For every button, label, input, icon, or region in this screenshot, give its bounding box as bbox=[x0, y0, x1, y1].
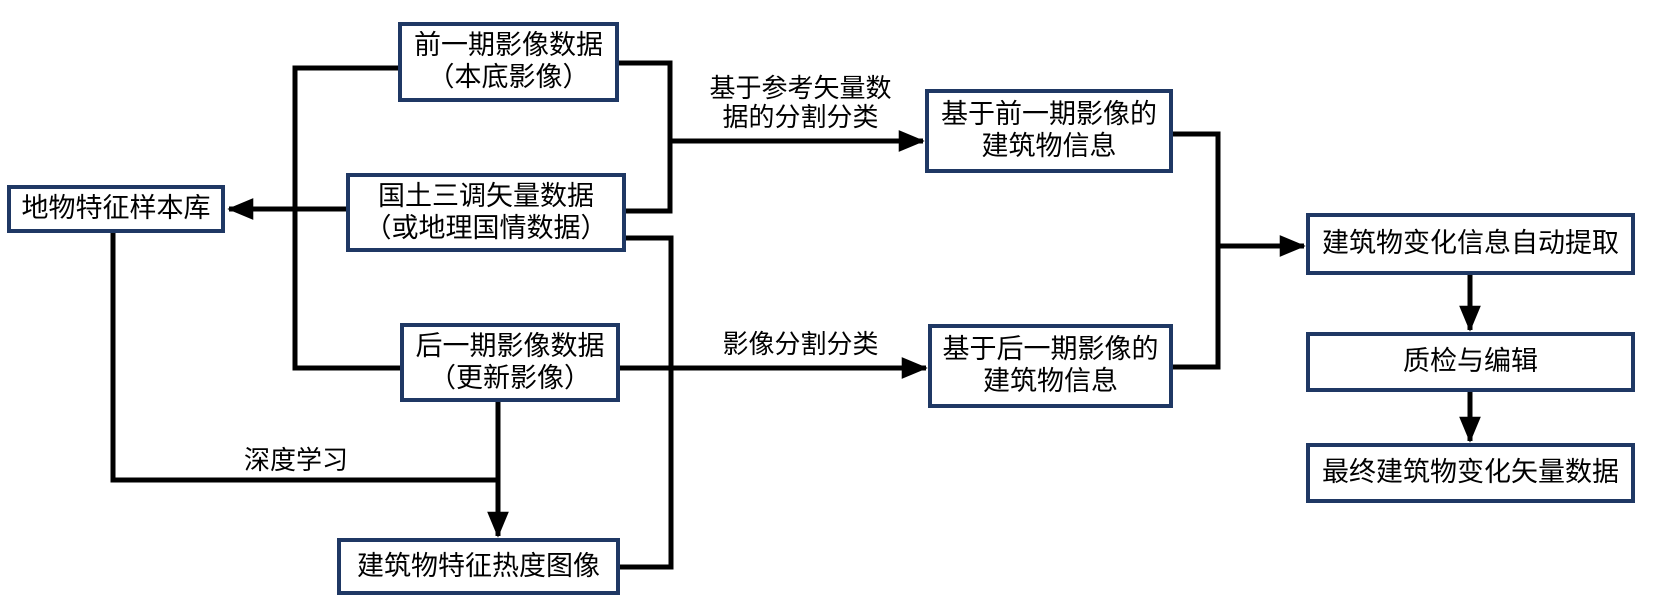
edge-label-line: 据的分割分类 bbox=[722, 102, 879, 133]
node-label: 国土三调矢量数据 bbox=[378, 180, 594, 211]
node-latest-image: 后一期影像数据 （更新影像） bbox=[400, 323, 620, 402]
node-label: （或地理国情数据） bbox=[364, 212, 608, 243]
node-label: （本底影像） bbox=[427, 62, 590, 92]
node-label: 建筑物特征热度图像 bbox=[357, 550, 600, 581]
edge-label-line: 基于参考矢量数 bbox=[709, 73, 892, 103]
node-sample-library: 地物特征样本库 bbox=[7, 185, 225, 233]
edge-label-seg-img: 影像分割分类 bbox=[722, 329, 879, 359]
node-label: 地物特征样本库 bbox=[21, 193, 211, 224]
edge-label-deep-learning: 深度学习 bbox=[244, 445, 349, 475]
node-label: 建筑物信息 bbox=[983, 366, 1118, 396]
node-qc-edit: 质检与编辑 bbox=[1306, 332, 1635, 392]
node-survey-vector: 国土三调矢量数据 （或地理国情数据） bbox=[346, 173, 626, 252]
node-label: 最终建筑物变化矢量数据 bbox=[1322, 457, 1619, 488]
connector-results-merge-bracket bbox=[1173, 131, 1221, 370]
node-previous-image: 前一期影像数据 （本底影像） bbox=[398, 22, 619, 102]
node-auto-extract: 建筑物变化信息自动提取 bbox=[1306, 213, 1635, 275]
connector-deep-learning-line bbox=[110, 233, 498, 483]
node-label: 建筑物变化信息自动提取 bbox=[1322, 228, 1619, 259]
node-label: 建筑物信息 bbox=[981, 131, 1117, 161]
node-label: （更新影像） bbox=[429, 362, 591, 393]
node-label: 前一期影像数据 bbox=[414, 30, 603, 61]
edge-label-seg-ref: 基于参考矢量数 据的分割分类 bbox=[660, 73, 941, 133]
node-buildings-previous: 基于前一期影像的 建筑物信息 bbox=[925, 89, 1173, 173]
connector-top-merge-bracket bbox=[619, 60, 673, 214]
node-label: 基于前一期影像的 bbox=[941, 99, 1157, 130]
node-label: 后一期影像数据 bbox=[415, 330, 605, 361]
node-final-vector: 最终建筑物变化矢量数据 bbox=[1306, 443, 1635, 503]
connector-left-input-bracket bbox=[292, 65, 400, 371]
node-buildings-latest: 基于后一期影像的 建筑物信息 bbox=[928, 324, 1173, 408]
node-label: 质检与编辑 bbox=[1403, 346, 1538, 377]
node-feature-heatmap: 建筑物特征热度图像 bbox=[337, 538, 620, 595]
connector-lower-merge-bracket bbox=[620, 235, 674, 570]
node-label: 基于后一期影像的 bbox=[942, 334, 1159, 365]
